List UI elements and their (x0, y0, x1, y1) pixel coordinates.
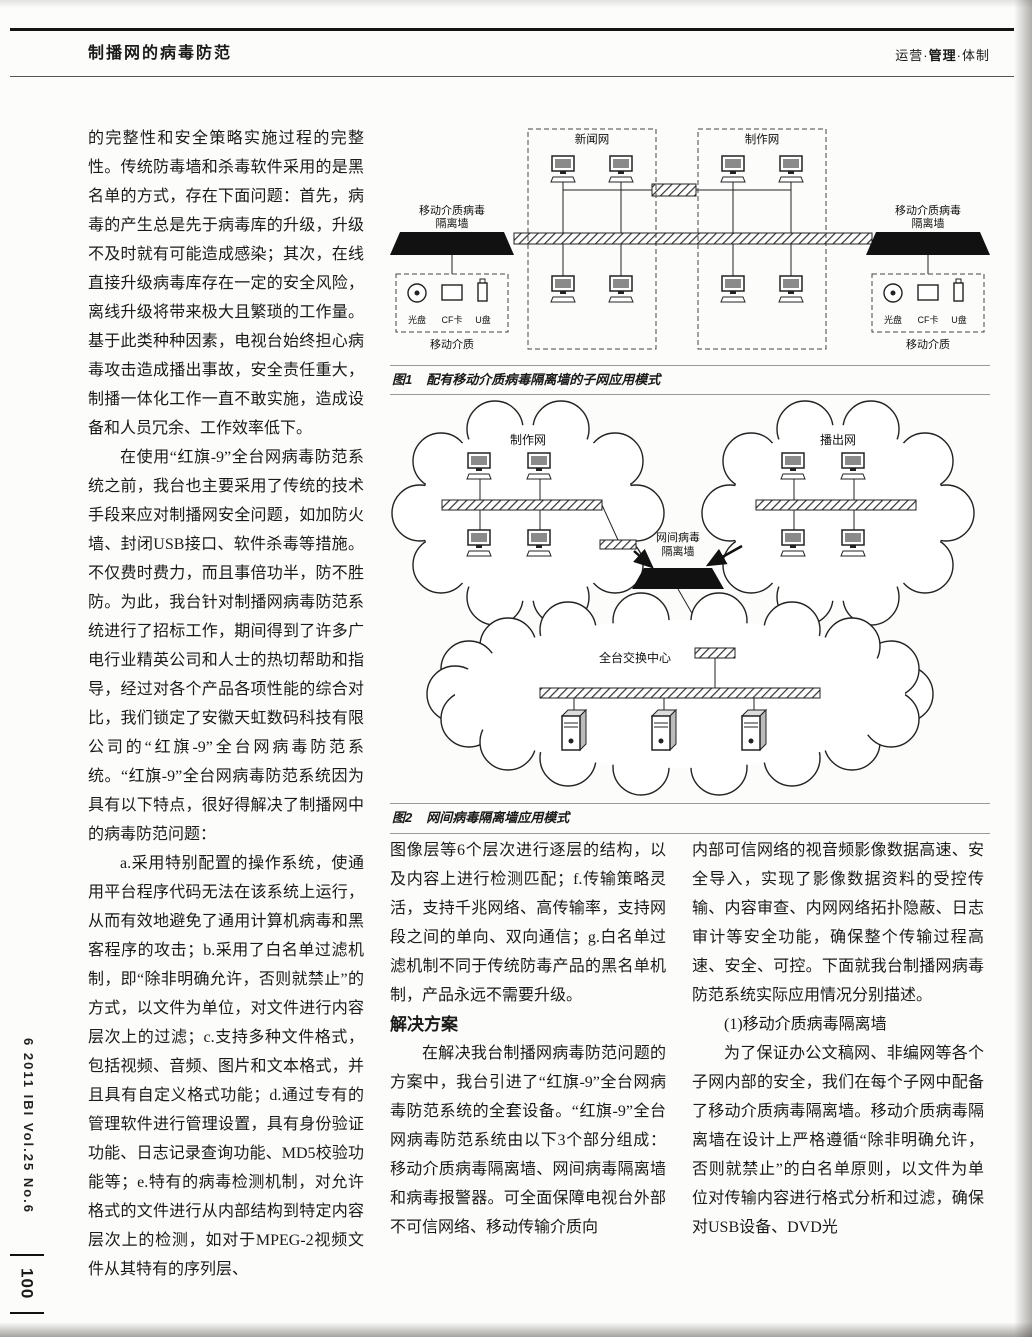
category-bold: 管理 (928, 48, 957, 63)
cf-label: CF卡 (918, 314, 939, 325)
figure-2-diagram: 制作网 播出网 (391, 400, 975, 796)
figure-2-caption: 图2 网间病毒隔离墙应用模式 (390, 803, 990, 834)
mobile-media-wall-left: 移动介质病毒 隔离墙 光盘 CF卡 U盘 移动介质 (390, 203, 514, 351)
computer-icon (778, 275, 804, 303)
computer-icon (778, 155, 804, 183)
wall-label: 隔离墙 (436, 216, 469, 230)
scan-edge-bottom (0, 1322, 1032, 1337)
exchange-center-content: 全台交换中心 (539, 647, 821, 751)
page-title: 制播网的病毒防范 (88, 45, 233, 62)
switch-icon (599, 539, 637, 550)
header-category: 运营·管理·体制 (690, 48, 990, 64)
computer-icon (466, 529, 492, 557)
computer-icon (720, 155, 746, 183)
exchange-center-label: 全台交换中心 (599, 650, 671, 665)
paragraph: 内部可信网络的视音频影像数据高速、安全导入，实现了影像数据资料的受控传输、内容审… (692, 842, 984, 1004)
production-net-cloud (391, 400, 665, 626)
issue-info: 6 2011 IBI Vol.25 No.6 (21, 1038, 36, 1214)
figure-number: 图2 (392, 810, 413, 826)
news-net-label: 新闻网 (575, 132, 610, 146)
prod-net-label: 制作网 (510, 433, 546, 447)
production-net-box: 制作网 (697, 128, 827, 350)
computer-icon (840, 452, 866, 480)
wall-label: 移动介质病毒 (419, 203, 485, 217)
media-box (871, 273, 985, 333)
computer-icon (550, 155, 576, 183)
figure-1-caption: 图1 配有移动介质病毒隔离墙的子网应用模式 (390, 365, 990, 396)
bus-bar (755, 499, 917, 511)
disc-label: 光盘 (408, 314, 426, 325)
cf-card-icon (441, 284, 463, 301)
server-icon (651, 709, 677, 751)
wall-label: 隔离墙 (662, 544, 695, 558)
usb-icon (477, 282, 488, 302)
server-icon (741, 709, 767, 751)
media-label: 移动介质 (430, 338, 474, 351)
column-3: 内部可信网络的视音频影像数据高速、安全导入，实现了影像数据资料的受控传输、内容审… (692, 836, 984, 1242)
media-box (395, 273, 509, 333)
computer-icon (550, 275, 576, 303)
wall-label: 隔离墙 (912, 216, 945, 230)
scan-edge-right (1014, 0, 1032, 1337)
category-post: ·体制 (956, 48, 990, 63)
computer-icon (840, 529, 866, 557)
broadcast-net-content: 播出网 (755, 433, 917, 557)
wall-label: 移动介质病毒 (895, 203, 961, 217)
computer-icon (780, 529, 806, 557)
section-heading: 解决方案 (390, 1015, 458, 1034)
news-net-box: 新闻网 (527, 128, 657, 350)
header-rule (10, 76, 1014, 77)
figures-block: 移动介质病毒 隔离墙 光盘 CF卡 U盘 移动介质 新闻网 (390, 126, 990, 837)
computer-icon (526, 452, 552, 480)
cf-card-icon (917, 284, 939, 301)
bus-bar (513, 232, 873, 245)
usb-label: U盘 (475, 314, 491, 325)
sub-heading: (1)移动介质病毒隔离墙 (724, 1016, 887, 1033)
computer-icon (608, 275, 634, 303)
production-net-content: 制作网 (441, 433, 637, 557)
broadcast-net-cloud (701, 400, 975, 626)
computer-icon (466, 452, 492, 480)
figure-title: 网间病毒隔离墙应用模式 (426, 810, 570, 826)
scan-edge-top (0, 0, 1032, 8)
paragraph: a.采用特别配置的操作系统，使通用平台程序代码无法在该系统上运行，从而有效地避免… (88, 855, 364, 1278)
column-2: 图像层等6个层次进行逐层的结构，以及内容上进行检测匹配；f.传输策略灵活，支持千… (390, 836, 666, 1242)
prod-net-label: 制作网 (745, 133, 780, 146)
paragraph: 图像层等6个层次进行逐层的结构，以及内容上进行检测匹配；f.传输策略灵活，支持千… (390, 842, 666, 1004)
disc-label: 光盘 (884, 314, 902, 325)
internet-virus-wall: 网间病毒 隔离墙 (632, 530, 743, 649)
media-label: 移动介质 (906, 338, 950, 351)
figure-number: 图1 (392, 372, 413, 387)
computer-icon (780, 452, 806, 480)
broadcast-net-label: 播出网 (820, 433, 856, 447)
paragraph: 在解决我台制播网病毒防范问题的方案中，我台引进了“红旗-9”全台网病毒防范系统的… (390, 1045, 666, 1236)
category-pre: 运营· (895, 48, 929, 63)
cf-label: CF卡 (442, 314, 463, 325)
column-1: 的完整性和安全策略实施过程的完整性。传统防毒墙和杀毒软件采用的是黑名单的方式，存… (88, 124, 364, 1284)
isolation-wall-shape (390, 232, 514, 255)
computer-icon (608, 155, 634, 183)
paragraph: 的完整性和安全策略实施过程的完整性。传统防毒墙和杀毒软件采用的是黑名单的方式，存… (88, 130, 364, 437)
computer-icon (720, 275, 746, 303)
switch-icon (651, 183, 697, 197)
paragraph: 在使用“红旗-9”全台网病毒防范系统之前，我台也主要采用了传统的技术手段来应对制… (88, 449, 364, 843)
figure-title: 配有移动介质病毒隔离墙的子网应用模式 (426, 372, 661, 387)
top-rule (10, 28, 1014, 31)
bus-bar (441, 499, 603, 511)
usb-label: U盘 (951, 314, 967, 325)
computer-icon (526, 529, 552, 557)
wall-label: 网间病毒 (656, 530, 700, 544)
page-number: 100 (10, 1254, 44, 1314)
figure-1-diagram: 移动介质病毒 隔离墙 光盘 CF卡 U盘 移动介质 新闻网 (390, 128, 990, 351)
isolation-wall-shape (866, 232, 990, 255)
usb-icon (953, 282, 964, 302)
mobile-media-wall-right: 移动介质病毒 隔离墙 光盘 CF卡 U盘 移动介质 (866, 203, 990, 351)
server-icon (561, 709, 587, 751)
bus-bar (539, 687, 821, 699)
switch-icon (694, 647, 736, 659)
isolation-wall-shape (632, 568, 724, 590)
paragraph: 为了保证办公文稿网、非编网等各个子网内部的安全，我们在每个子网中配备了移动介质病… (692, 1045, 984, 1236)
